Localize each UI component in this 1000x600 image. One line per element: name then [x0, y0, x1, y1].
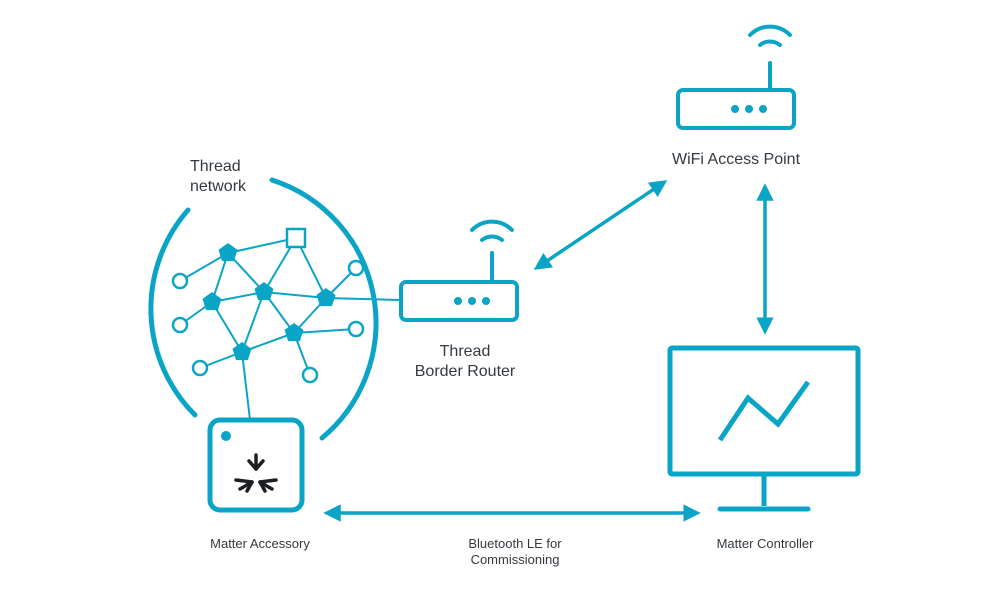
matter-controller	[667, 345, 861, 512]
arrow-border-router-to-wifi-ap	[533, 180, 668, 270]
mesh-link	[179, 252, 229, 282]
thread-network-boundary	[148, 177, 379, 441]
bluetooth-commissioning-label: Bluetooth LE for Commissioning	[430, 536, 600, 569]
thread-end-device	[347, 320, 365, 338]
router-status-lights	[731, 105, 767, 113]
thread-leader-node	[285, 227, 307, 249]
thread-router-node	[254, 282, 274, 301]
wifi-access-point	[676, 24, 796, 130]
bluetooth-label-line1: Bluetooth LE for	[468, 536, 562, 551]
border-router-label-line1: Thread	[439, 343, 491, 360]
accessory-status-light	[221, 431, 231, 441]
thread-router-node	[202, 292, 222, 311]
thread-router-node	[218, 243, 238, 262]
thread-end-device	[301, 366, 319, 384]
mesh-link-to-border-router	[325, 297, 401, 301]
mesh-link	[293, 328, 357, 334]
thread-end-device	[171, 316, 189, 334]
border-router-label-line2: Border Router	[414, 363, 516, 380]
matter-accessory-label: Matter Accessory	[210, 536, 310, 551]
thread-border-router	[399, 219, 519, 322]
mesh-link	[211, 301, 243, 353]
connection-arrows	[323, 180, 774, 522]
border-router-label: Thread Border Router	[390, 342, 540, 382]
mesh-link-to-accessory	[241, 351, 251, 421]
thread-router-node	[284, 323, 304, 342]
matter-accessory	[207, 417, 305, 513]
wifi-access-point-label: WiFi Access Point	[671, 151, 801, 168]
thread-end-device	[347, 259, 365, 277]
thread-router-node	[316, 288, 336, 307]
matter-controller-label: Matter Controller	[716, 536, 814, 551]
wifi-signal-icon	[470, 219, 514, 242]
mesh-link	[241, 291, 265, 353]
thread-router-nodes	[202, 243, 336, 361]
mesh-link	[263, 291, 327, 299]
thread-router-node	[232, 342, 252, 361]
monitor-chart-line	[717, 380, 811, 442]
bluetooth-label-line2: Commissioning	[470, 552, 560, 568]
thread-end-devices	[171, 259, 365, 384]
thread-end-device	[191, 359, 209, 377]
router-status-lights	[454, 297, 490, 305]
thread-network-arc-right	[269, 177, 379, 441]
mesh-link	[211, 252, 229, 303]
wifi-signal-icon	[748, 24, 792, 47]
mesh-link	[227, 237, 297, 254]
thread-end-device	[171, 272, 189, 290]
thread-network-label: Thread network	[190, 157, 246, 197]
thread-network-arc-left	[148, 207, 198, 418]
matter-logo-icon	[234, 453, 278, 493]
thread-network-label-line1: Thread	[190, 158, 241, 175]
thread-network-label-line2: network	[190, 178, 247, 195]
